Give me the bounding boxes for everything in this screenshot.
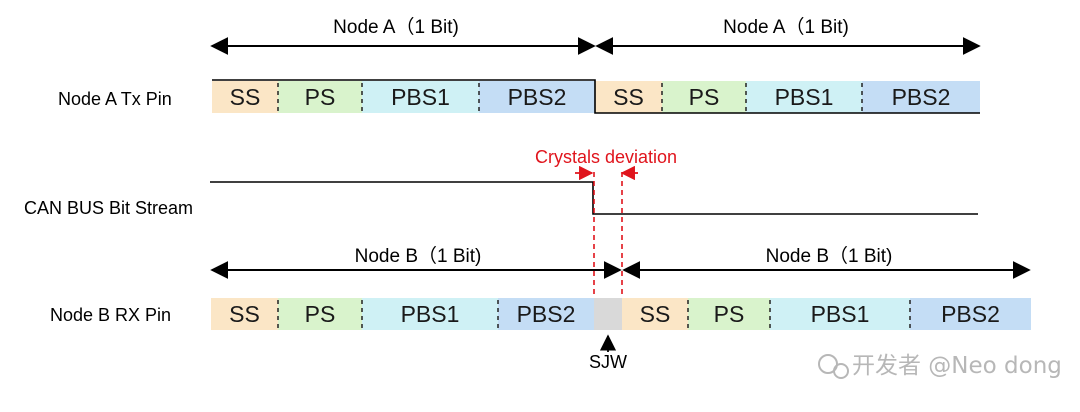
tx-segment-label-2: PS — [305, 84, 336, 110]
tx-segment-pbs1-3 — [362, 81, 479, 113]
rx-segment-pbs1-8 — [770, 298, 910, 330]
node-a-bit-label-1: Node A（1 Bit) — [333, 16, 459, 38]
watermark: 开发者 @Neo dong — [818, 353, 1062, 379]
tx-segment-pbs1-7 — [746, 81, 862, 113]
tx-segment-label-6: PS — [689, 84, 720, 110]
tx-segment-pbs2-8 — [862, 81, 980, 113]
tx-segment-label-4: PBS2 — [508, 84, 567, 110]
node-a-bit-span-2: Node A（1 Bit) — [595, 16, 981, 55]
tx-segment-label-5: SS — [613, 84, 644, 110]
tx-segment-label-1: SS — [230, 84, 261, 110]
rx-segment-label-7: PS — [714, 301, 745, 327]
node-b-bit-span-1: Node B（1 Bit) — [210, 245, 622, 279]
chat-bubble-icon — [818, 354, 849, 379]
tx-signal-line — [212, 79, 980, 114]
rx-segment-ps-2 — [278, 298, 362, 330]
tx-segment-ps-2 — [278, 81, 362, 113]
row-label-can-bus: CAN BUS Bit Stream — [24, 198, 193, 218]
row-label-node-a-tx: Node A Tx Pin — [58, 89, 172, 109]
tx-segment-ps-6 — [662, 81, 746, 113]
node-b-bit-label-2: Node B（1 Bit) — [766, 245, 893, 267]
crystals-deviation-label: Crystals deviation — [535, 147, 677, 167]
tx-segment-pbs2-4 — [479, 81, 595, 113]
rx-segment-ss-1 — [211, 298, 278, 330]
tx-segment-ss-1 — [212, 81, 278, 113]
tx-segment-label-7: PBS1 — [775, 84, 834, 110]
rx-segment-ss-6 — [622, 298, 688, 330]
row-label-node-b-rx: Node B RX Pin — [50, 305, 171, 325]
rx-segment-ps-7 — [688, 298, 770, 330]
rx-segment-label-9: PBS2 — [941, 301, 1000, 327]
node-b-rx-segments: SS PS PBS1 PBS2 SS PS PBS1 PBS2 — [211, 298, 1031, 330]
rx-segment-label-1: SS — [229, 301, 260, 327]
rx-segment-label-4: PBS2 — [517, 301, 576, 327]
sjw-label: SJW — [589, 352, 627, 372]
node-b-bit-label-1: Node B（1 Bit) — [355, 245, 482, 267]
rx-segment-pbs2-4 — [498, 298, 594, 330]
rx-segment-label-2: PS — [305, 301, 336, 327]
node-a-tx-segments: SS PS PBS1 PBS2 SS PS PBS1 PBS2 — [212, 81, 980, 113]
node-b-bit-span-2: Node B（1 Bit) — [622, 245, 1031, 279]
tx-segment-label-8: PBS2 — [892, 84, 951, 110]
rx-segment-sjw-5 — [594, 298, 622, 330]
watermark-text: 开发者 @Neo dong — [852, 353, 1062, 379]
rx-segment-label-6: SS — [640, 301, 671, 327]
node-a-bit-span-1: Node A（1 Bit) — [210, 16, 596, 55]
rx-segment-pbs2-9 — [910, 298, 1031, 330]
tx-segment-ss-5 — [595, 81, 662, 113]
rx-segment-pbs1-3 — [362, 298, 498, 330]
node-a-bit-label-2: Node A（1 Bit) — [723, 16, 849, 38]
rx-segment-label-8: PBS1 — [811, 301, 870, 327]
can-bus-signal-line — [210, 181, 978, 215]
tx-segment-label-3: PBS1 — [391, 84, 450, 110]
rx-segment-label-3: PBS1 — [401, 301, 460, 327]
